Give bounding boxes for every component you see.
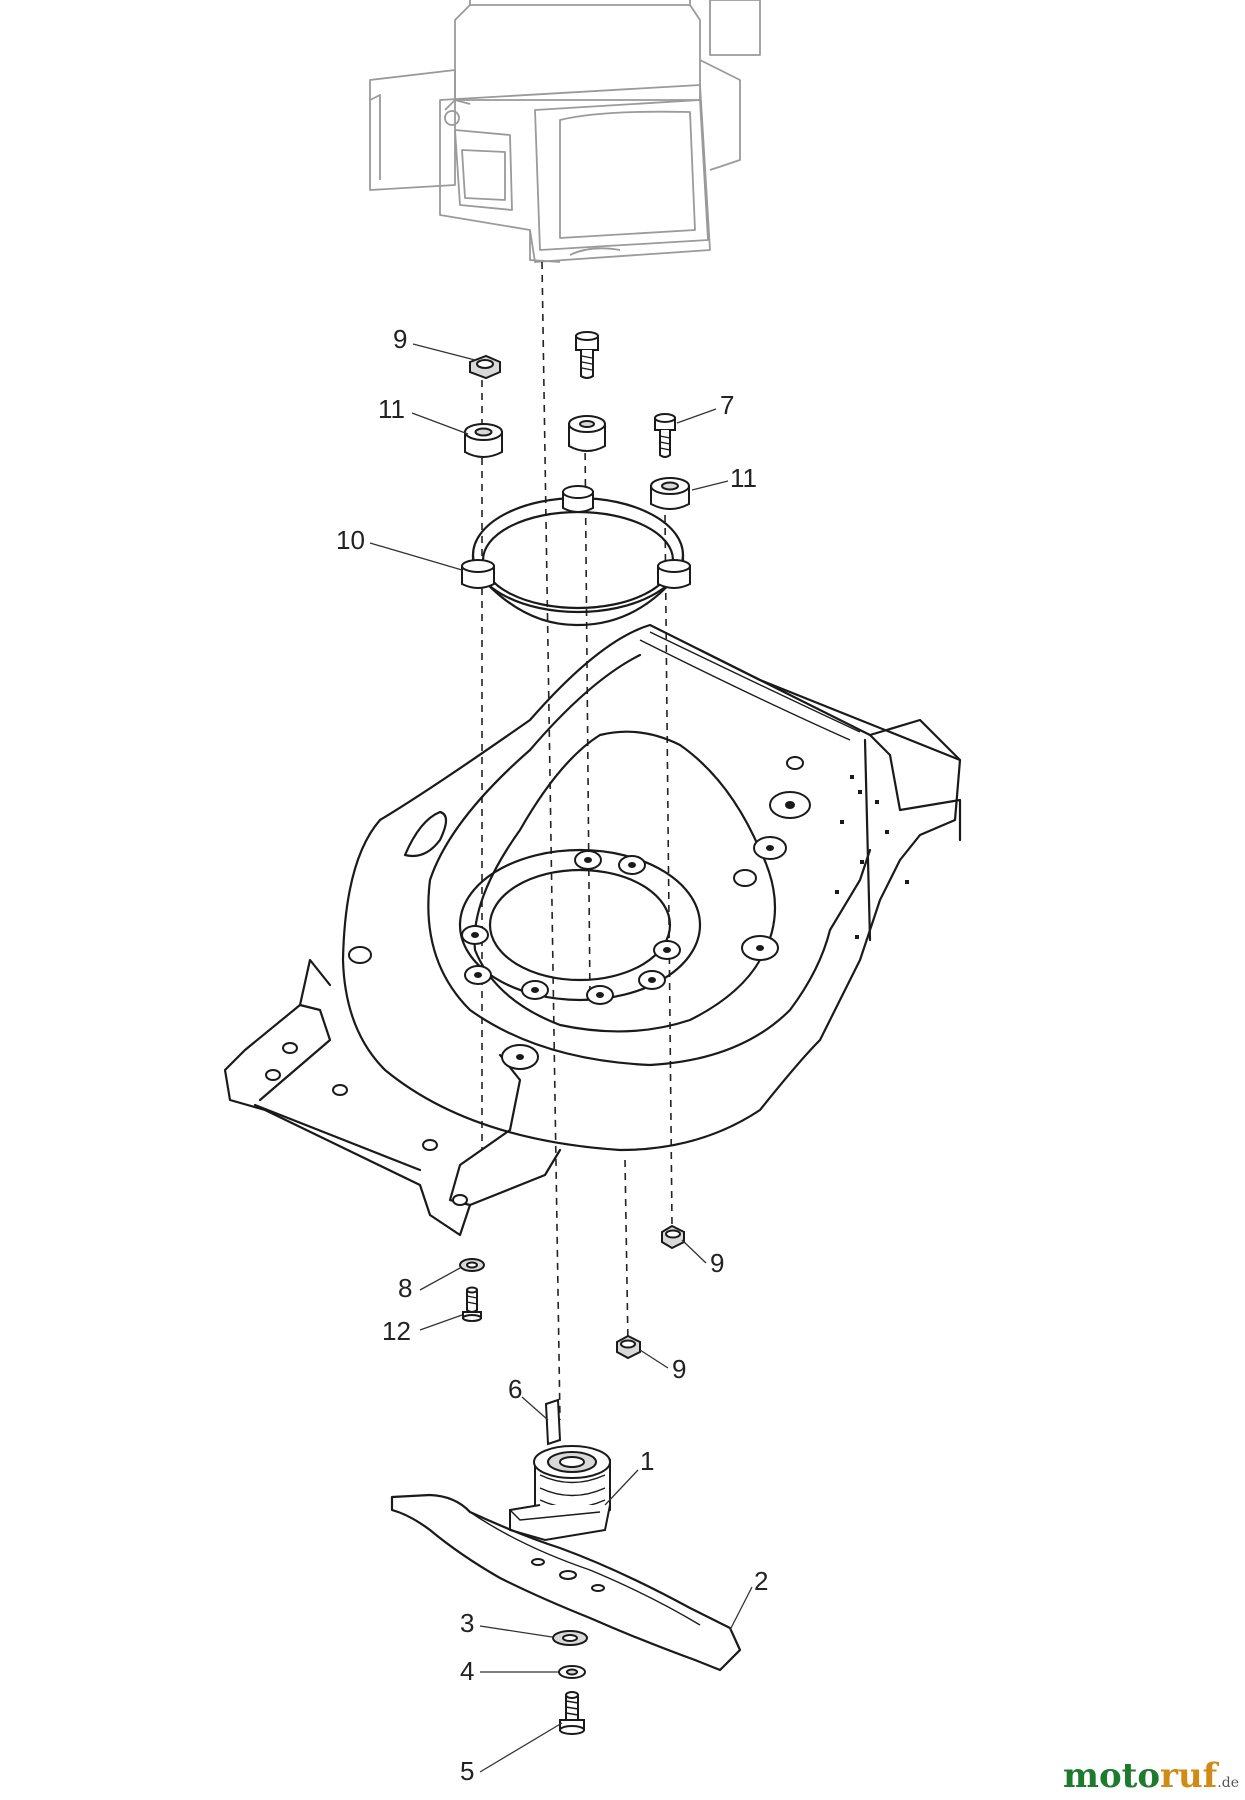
callout-9-right: 9	[710, 1248, 724, 1278]
deck-plate-bosses	[461, 850, 681, 1005]
nut-part-9-bottom	[616, 1334, 641, 1360]
washer-part-8	[459, 1258, 485, 1272]
nut-part-9-right	[661, 1224, 685, 1250]
top-hardware	[464, 331, 690, 510]
spacer-part-11-left	[464, 423, 503, 458]
callout-12: 12	[382, 1316, 411, 1346]
watermark-part1: moto	[1062, 1756, 1161, 1796]
callout-9-top: 9	[393, 324, 407, 354]
callout-5: 5	[460, 1756, 474, 1786]
deck-rim-holes	[348, 756, 811, 964]
nut-part-9-top	[469, 354, 501, 380]
bolt-part-7	[654, 413, 676, 458]
rear-bracket-slots	[835, 775, 909, 939]
callout-4: 4	[460, 1656, 474, 1686]
callout-6: 6	[508, 1374, 522, 1404]
spacer-top-center	[568, 415, 606, 452]
callout-1: 1	[640, 1446, 654, 1476]
lock-washer-part-4	[558, 1665, 586, 1679]
mower-blade-part-2	[390, 1493, 742, 1672]
motoruf-watermark: motoruf.de	[1063, 1756, 1239, 1796]
callout-numbers: 9 11 7 11 10 9 8 12 9 6 1 2 3 4 5	[336, 324, 768, 1786]
callout-2: 2	[754, 1566, 768, 1596]
bottom-hardware	[459, 1224, 685, 1360]
spacer-part-11-right	[650, 477, 690, 510]
leader-lines	[369, 343, 753, 1773]
blade-washer-part-3	[552, 1630, 588, 1646]
blade-adapter-part-1	[509, 1398, 611, 1542]
blade-bolt-part-5	[559, 1691, 585, 1735]
callout-3: 3	[460, 1608, 474, 1638]
callout-8: 8	[398, 1273, 412, 1303]
bolt-part-12	[462, 1286, 482, 1322]
callout-11-left: 11	[378, 394, 405, 424]
mower-deck-housing	[223, 623, 962, 1237]
callout-9-bottom: 9	[672, 1354, 686, 1384]
mounting-ring-part-10	[461, 485, 691, 627]
watermark-part2: ruf	[1160, 1756, 1218, 1796]
callout-7: 7	[720, 390, 734, 420]
engine	[369, 0, 761, 263]
callout-11-right: 11	[730, 463, 757, 493]
watermark-domain: .de	[1217, 1775, 1239, 1791]
bolt-top-center	[575, 331, 599, 379]
callout-10: 10	[336, 525, 365, 555]
